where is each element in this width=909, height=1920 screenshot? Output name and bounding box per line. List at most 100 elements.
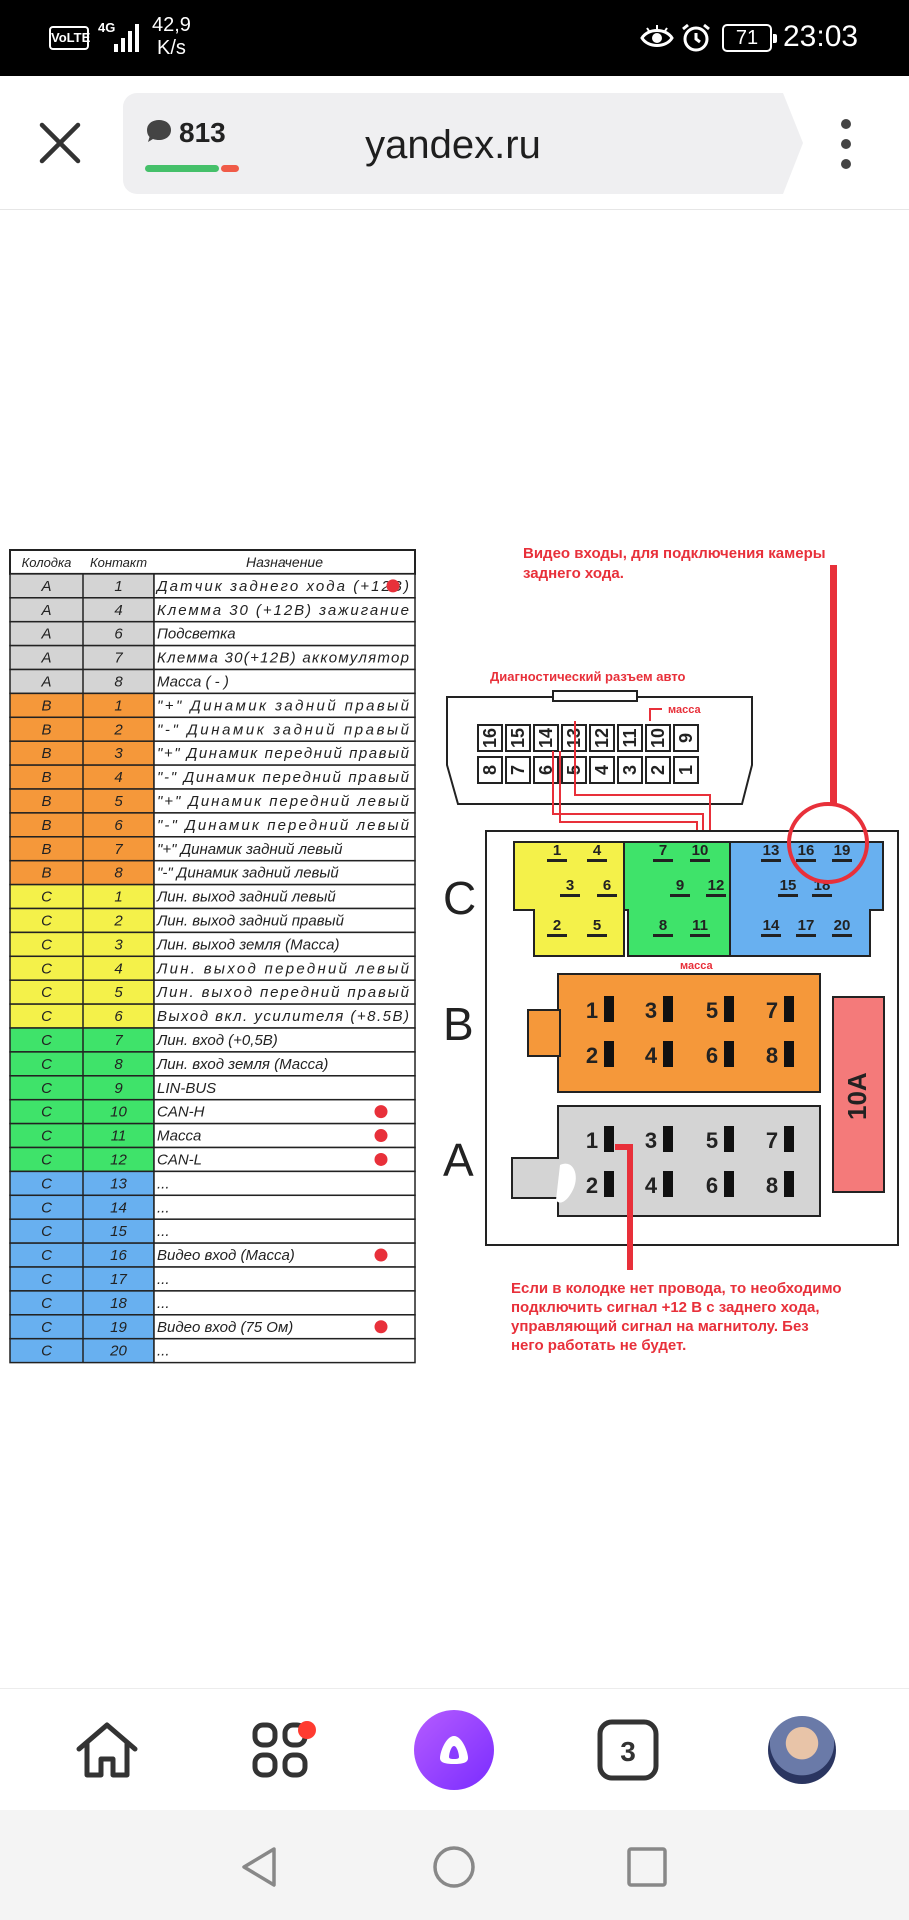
row-desc-cell bbox=[153, 1290, 416, 1316]
tabs-icon: 3 bbox=[597, 1719, 659, 1781]
profile-button[interactable] bbox=[752, 1689, 852, 1811]
alarm-icon bbox=[682, 23, 710, 52]
cell-block: C bbox=[41, 1080, 52, 1097]
pin-contact bbox=[653, 934, 673, 937]
row-color-cell bbox=[9, 1075, 155, 1101]
comments-button[interactable]: 813 bbox=[145, 117, 226, 149]
pin-label: 4 bbox=[593, 842, 602, 859]
cell-block: B bbox=[41, 841, 51, 858]
cell-purpose: ... bbox=[157, 1271, 170, 1288]
pin-label: 7 bbox=[766, 998, 778, 1023]
pin-label: 7 bbox=[766, 1128, 778, 1153]
more-menu-icon[interactable] bbox=[836, 118, 856, 170]
pin-contact bbox=[832, 859, 852, 862]
cell-pin: 13 bbox=[110, 1175, 127, 1192]
row-color-cell bbox=[9, 1242, 155, 1268]
c-green-block bbox=[623, 841, 731, 957]
avatar bbox=[768, 1716, 836, 1784]
cell-pin: 8 bbox=[114, 1056, 123, 1073]
cell-purpose: "+" Динамик передний левый bbox=[157, 793, 410, 810]
alice-button[interactable] bbox=[404, 1689, 504, 1811]
obd-pin bbox=[673, 724, 699, 752]
row-color-cell bbox=[9, 1051, 155, 1077]
cell-pin: 19 bbox=[110, 1319, 127, 1336]
services-button[interactable] bbox=[230, 1689, 330, 1811]
row-color-cell bbox=[9, 1290, 155, 1316]
home-button[interactable] bbox=[57, 1689, 157, 1811]
close-icon[interactable] bbox=[34, 117, 86, 169]
row-color-cell bbox=[9, 1003, 155, 1029]
pin-contact bbox=[690, 934, 710, 937]
obd-pin bbox=[617, 724, 643, 752]
row-color-cell bbox=[9, 573, 155, 599]
back-icon[interactable] bbox=[238, 1845, 280, 1889]
cell-block: C bbox=[41, 1271, 52, 1288]
pin-label: 17 bbox=[798, 917, 815, 934]
obd-tab bbox=[552, 690, 638, 702]
row-color-cell bbox=[9, 620, 155, 647]
row-color-cell bbox=[9, 1146, 155, 1173]
cell-pin: 9 bbox=[114, 1080, 123, 1097]
highlight-dot bbox=[374, 1152, 388, 1166]
obd-pin bbox=[477, 756, 503, 784]
obd-pin bbox=[505, 724, 531, 752]
header-pin: Контакт bbox=[90, 555, 147, 570]
cell-block: A bbox=[40, 626, 51, 643]
recents-icon[interactable] bbox=[626, 1846, 668, 1888]
cell-pin: 2 bbox=[113, 913, 123, 930]
cell-block: C bbox=[41, 889, 52, 906]
pin-contact bbox=[796, 859, 816, 862]
pin-contact bbox=[784, 1171, 794, 1197]
cell-purpose: Выход вкл. усилителя (+8.5В) bbox=[157, 1008, 409, 1025]
url-text[interactable]: yandex.ru bbox=[365, 123, 541, 167]
obd-pin-label: 14 bbox=[536, 728, 556, 748]
browser-toolbar: 813 yandex.ru bbox=[0, 76, 909, 210]
cell-block: C bbox=[41, 936, 52, 953]
row-color-cell bbox=[9, 764, 155, 790]
pin-contact bbox=[604, 1171, 614, 1197]
cell-pin: 2 bbox=[113, 721, 123, 738]
cell-pin: 14 bbox=[110, 1199, 127, 1216]
cell-purpose: ... bbox=[157, 1223, 170, 1240]
highlight-dot bbox=[374, 1320, 388, 1334]
pin-label: 6 bbox=[706, 1173, 718, 1198]
row-color-cell bbox=[9, 859, 155, 886]
pin-contact bbox=[778, 894, 798, 897]
pin-contact bbox=[724, 1041, 734, 1067]
cell-block: B bbox=[41, 865, 51, 882]
cell-pin: 17 bbox=[110, 1271, 127, 1288]
cell-block: C bbox=[41, 913, 52, 930]
cell-purpose: CAN-H bbox=[157, 1104, 205, 1121]
pin-label: 6 bbox=[706, 1043, 718, 1068]
cell-pin: 4 bbox=[114, 960, 122, 977]
cell-purpose: Лин. выход передний левый bbox=[156, 960, 410, 977]
cell-purpose: ... bbox=[157, 1199, 170, 1216]
highlight-dot bbox=[374, 1248, 388, 1262]
obd-pin-label: 11 bbox=[620, 728, 640, 747]
home-circle-icon[interactable] bbox=[432, 1845, 476, 1889]
pin-label: 15 bbox=[780, 877, 797, 894]
tabs-button[interactable]: 3 bbox=[578, 1689, 678, 1811]
cell-pin: 7 bbox=[114, 650, 123, 667]
obd-pin-label: 9 bbox=[676, 733, 696, 743]
cell-purpose: "-" Динамик задний правый bbox=[157, 721, 410, 738]
cell-block: C bbox=[41, 1032, 52, 1049]
bottom-note-line1: Если в колодке нет провода, то необходим… bbox=[511, 1280, 842, 1297]
a-key-mark bbox=[556, 1163, 576, 1203]
cell-purpose: Подсветка bbox=[157, 626, 236, 643]
highlight-dot bbox=[374, 1129, 388, 1143]
row-desc-cell bbox=[153, 1218, 416, 1244]
pin-contact bbox=[604, 996, 614, 1022]
obd-pin-label: 4 bbox=[592, 765, 612, 775]
notification-dot bbox=[298, 1721, 316, 1739]
cell-purpose: Масса ( - ) bbox=[157, 674, 229, 691]
address-bar[interactable]: 813 yandex.ru bbox=[123, 93, 803, 194]
video-pointer-line bbox=[830, 565, 837, 805]
cell-purpose: ... bbox=[157, 1343, 170, 1360]
